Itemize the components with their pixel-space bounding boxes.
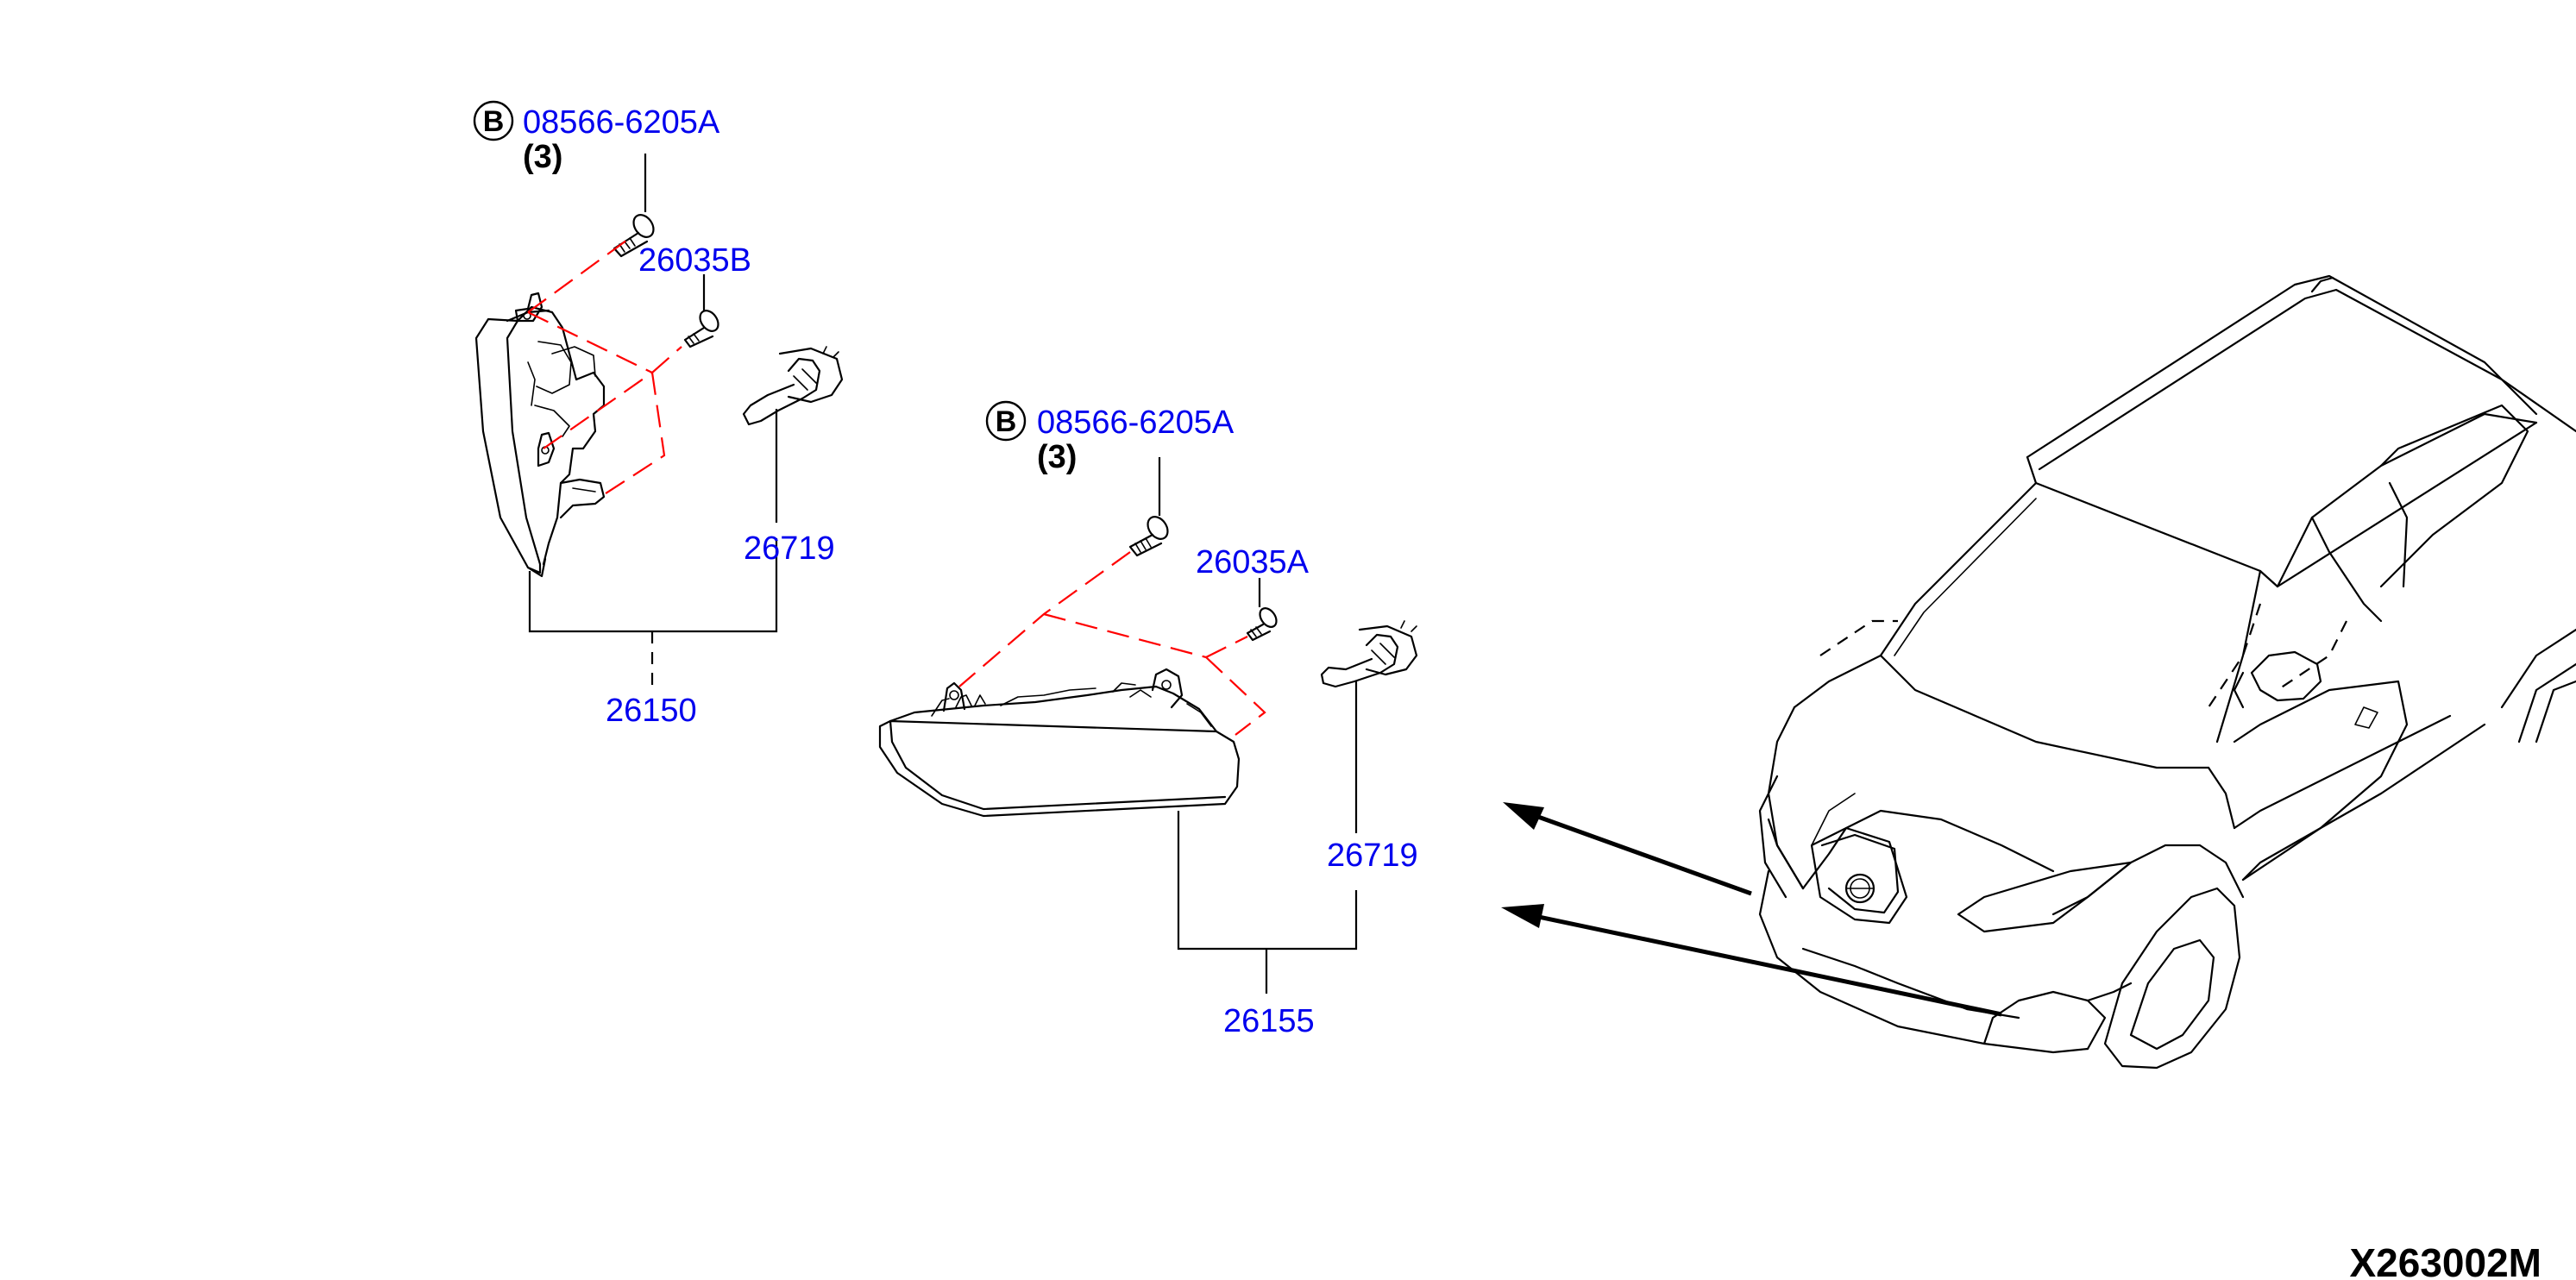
pointer-arrows [1501,802,2002,1017]
upper-bulb [742,346,844,426]
upper-leader-lines [528,154,778,690]
diagram-code: X263002M [2350,1240,2542,1280]
lower-bolt-badge: B [996,405,1017,438]
upper-bolt-badge-circle [473,100,514,141]
upper-lamp-assembly [474,292,606,578]
lower-bulb [1320,620,1418,688]
upper-guide-lines [527,237,682,498]
lower-leader-lines [1158,457,1358,994]
lower-bolt-quantity: (3) [1037,439,1077,475]
lower-bolt-badge-circle [985,400,1027,442]
lower-screw-part-number: 26035A [1196,544,1310,580]
upper-bolt-badge: B [483,105,505,138]
lower-bolt-callout: B 08566-6205A (3) [985,400,1235,475]
lower-guide-lines [958,551,1266,736]
lower-bulb-part-number: 26719 [1327,838,1418,874]
upper-screw-part-number: 26035B [638,242,751,279]
lower-assembly-part-number: 26155 [1223,1003,1315,1039]
lower-lamp-assembly [878,668,1241,818]
upper-bolt-callout: B 08566-6205A (3) [473,100,720,175]
upper-bolt-quantity: (3) [523,139,562,175]
upper-bolt-part-number: 08566-6205A [523,104,720,141]
upper-bulb-part-number: 26719 [744,530,835,567]
vehicle-illustration [1758,274,2576,1070]
lower-screw [1246,607,1278,642]
lower-bolt [1128,516,1169,557]
lower-bolt-part-number: 08566-6205A [1037,405,1235,441]
upper-assembly-part-number: 26150 [606,693,697,729]
upper-screw [683,310,719,348]
